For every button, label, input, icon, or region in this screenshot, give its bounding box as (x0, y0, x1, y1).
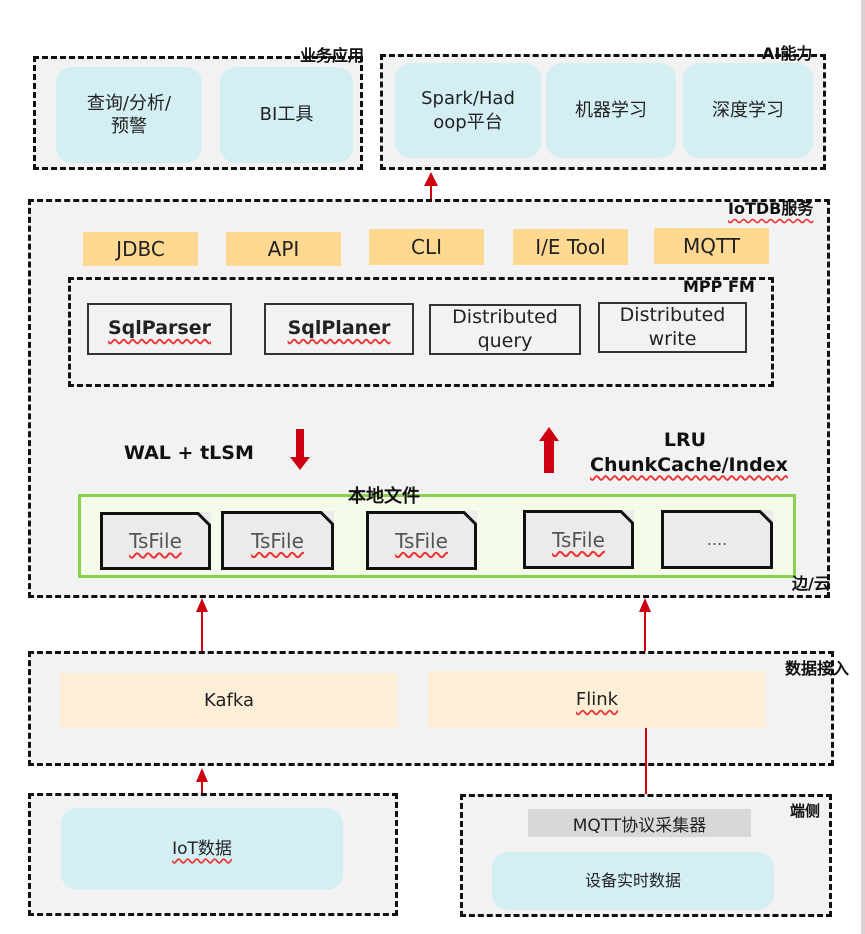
iot-data-box: IoT数据 (61, 808, 343, 890)
tsfile-more: .... (661, 510, 773, 569)
tsfile-1: TsFile (100, 512, 211, 570)
tsfile-3: TsFile (366, 511, 477, 570)
data-ingestion-label: 数据接入 (785, 659, 850, 678)
file-shape (523, 510, 634, 569)
arrow-head (196, 768, 208, 782)
page-right-edge (861, 0, 865, 934)
interface-cli: CLI (369, 229, 484, 265)
arrow-kafka-to-iotdb (196, 598, 208, 653)
file-shape (100, 512, 211, 570)
interface-api: API (226, 232, 341, 266)
machine-learning-box: 机器学习 (546, 63, 676, 158)
deep-learning-box: 深度学习 (683, 63, 813, 158)
arrow-shaft (544, 440, 554, 473)
module-sqlplaner: SqlPlaner (264, 303, 414, 355)
local-files-label: 本地文件 (348, 486, 420, 507)
interface-mqtt: MQTT (654, 228, 769, 264)
edge-side-label: 端侧 (790, 802, 821, 820)
iotdb-service-label: IoTDB服务 (728, 199, 814, 218)
mpp-fm-label: MPP FM (683, 277, 755, 296)
device-realtime-data-box: 设备实时数据 (492, 852, 774, 910)
arrow-head (639, 598, 651, 612)
arrow-head (290, 457, 310, 470)
interface-jdbc: JDBC (83, 232, 198, 266)
read-up-arrow (539, 427, 559, 473)
read-path-label: LRU ChunkCache/Index (590, 429, 788, 476)
arrow-iotdb-to-ai (424, 172, 438, 203)
arrow-shaft (296, 429, 304, 459)
edge-cloud-label: 边/云 (792, 574, 830, 593)
file-shape (661, 510, 773, 569)
file-shape (366, 511, 477, 570)
arrow-shaft (644, 611, 646, 675)
tsfile-4: TsFile (523, 510, 634, 569)
flink-box: Flink (428, 671, 766, 728)
interface-ie-tool: I/E Tool (513, 229, 628, 265)
mqtt-collector-box: MQTT协议采集器 (528, 809, 751, 837)
write-path-label: WAL + tLSM (124, 442, 254, 464)
flink-feed-line (645, 728, 647, 794)
arrow-shaft (201, 611, 203, 653)
arrow-shaft (430, 185, 432, 203)
bi-tools-box: BI工具 (220, 67, 353, 163)
arrow-head (196, 598, 208, 612)
write-down-arrow (290, 429, 310, 470)
kafka-box: Kafka (60, 673, 398, 728)
ai-capability-label: AI能力 (762, 44, 813, 63)
arrow-flink-to-iotdb (639, 598, 651, 675)
arrow-head (424, 172, 438, 186)
arrow-head (539, 427, 559, 441)
query-analysis-alert-box: 查询/分析/预警 (56, 67, 202, 163)
file-shape (221, 511, 334, 570)
module-sqlparser: SqlParser (87, 303, 232, 355)
tsfile-2: TsFile (221, 511, 334, 570)
business-apps-label: 业务应用 (300, 46, 365, 65)
